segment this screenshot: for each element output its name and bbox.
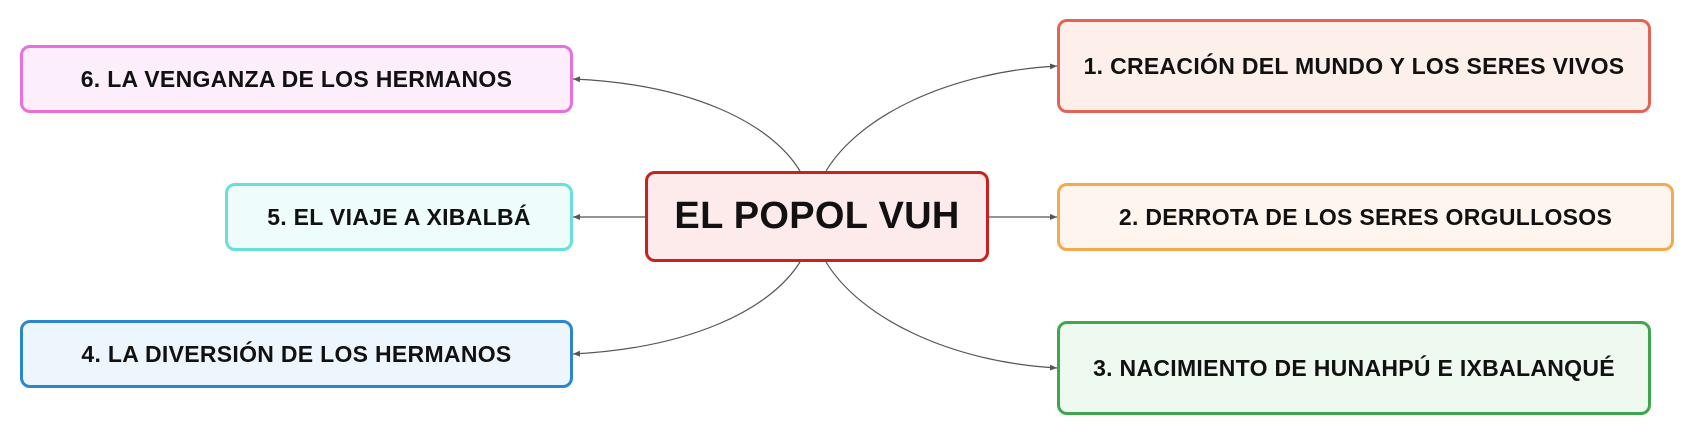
connector-branch-1 [825,63,1058,172]
connector-branch-6 [572,76,801,172]
branch-node-4[interactable]: 4. LA DIVERSIÓN DE LOS HERMANOS [20,320,573,388]
branch-label-4: 4. LA DIVERSIÓN DE LOS HERMANOS [81,340,512,367]
connector-branch-4 [572,261,801,357]
connector-branch-3 [825,261,1058,371]
branch-node-5[interactable]: 5. EL VIAJE A XIBALBÁ [225,183,573,251]
branch-node-3[interactable]: 3. NACIMIENTO DE HUNAHPÚ E IXBALANQUÉ [1057,321,1651,415]
branch-label-3: 3. NACIMIENTO DE HUNAHPÚ E IXBALANQUÉ [1093,354,1615,381]
branch-label-1: 1. CREACIÓN DEL MUNDO Y LOS SERES VIVOS [1083,52,1625,79]
branch-node-6[interactable]: 6. LA VENGANZA DE LOS HERMANOS [20,45,573,113]
branch-label-2: 2. DERROTA DE LOS SERES ORGULLOSOS [1118,203,1613,230]
branch-label-6: 6. LA VENGANZA DE LOS HERMANOS [80,65,513,92]
central-topic-label: EL POPOL VUH [674,195,960,237]
central-topic[interactable]: EL POPOL VUH [645,171,989,262]
branch-node-1[interactable]: 1. CREACIÓN DEL MUNDO Y LOS SERES VIVOS [1057,19,1651,113]
branch-label-5: 5. EL VIAJE A XIBALBÁ [267,203,531,230]
branch-node-2[interactable]: 2. DERROTA DE LOS SERES ORGULLOSOS [1057,183,1674,251]
